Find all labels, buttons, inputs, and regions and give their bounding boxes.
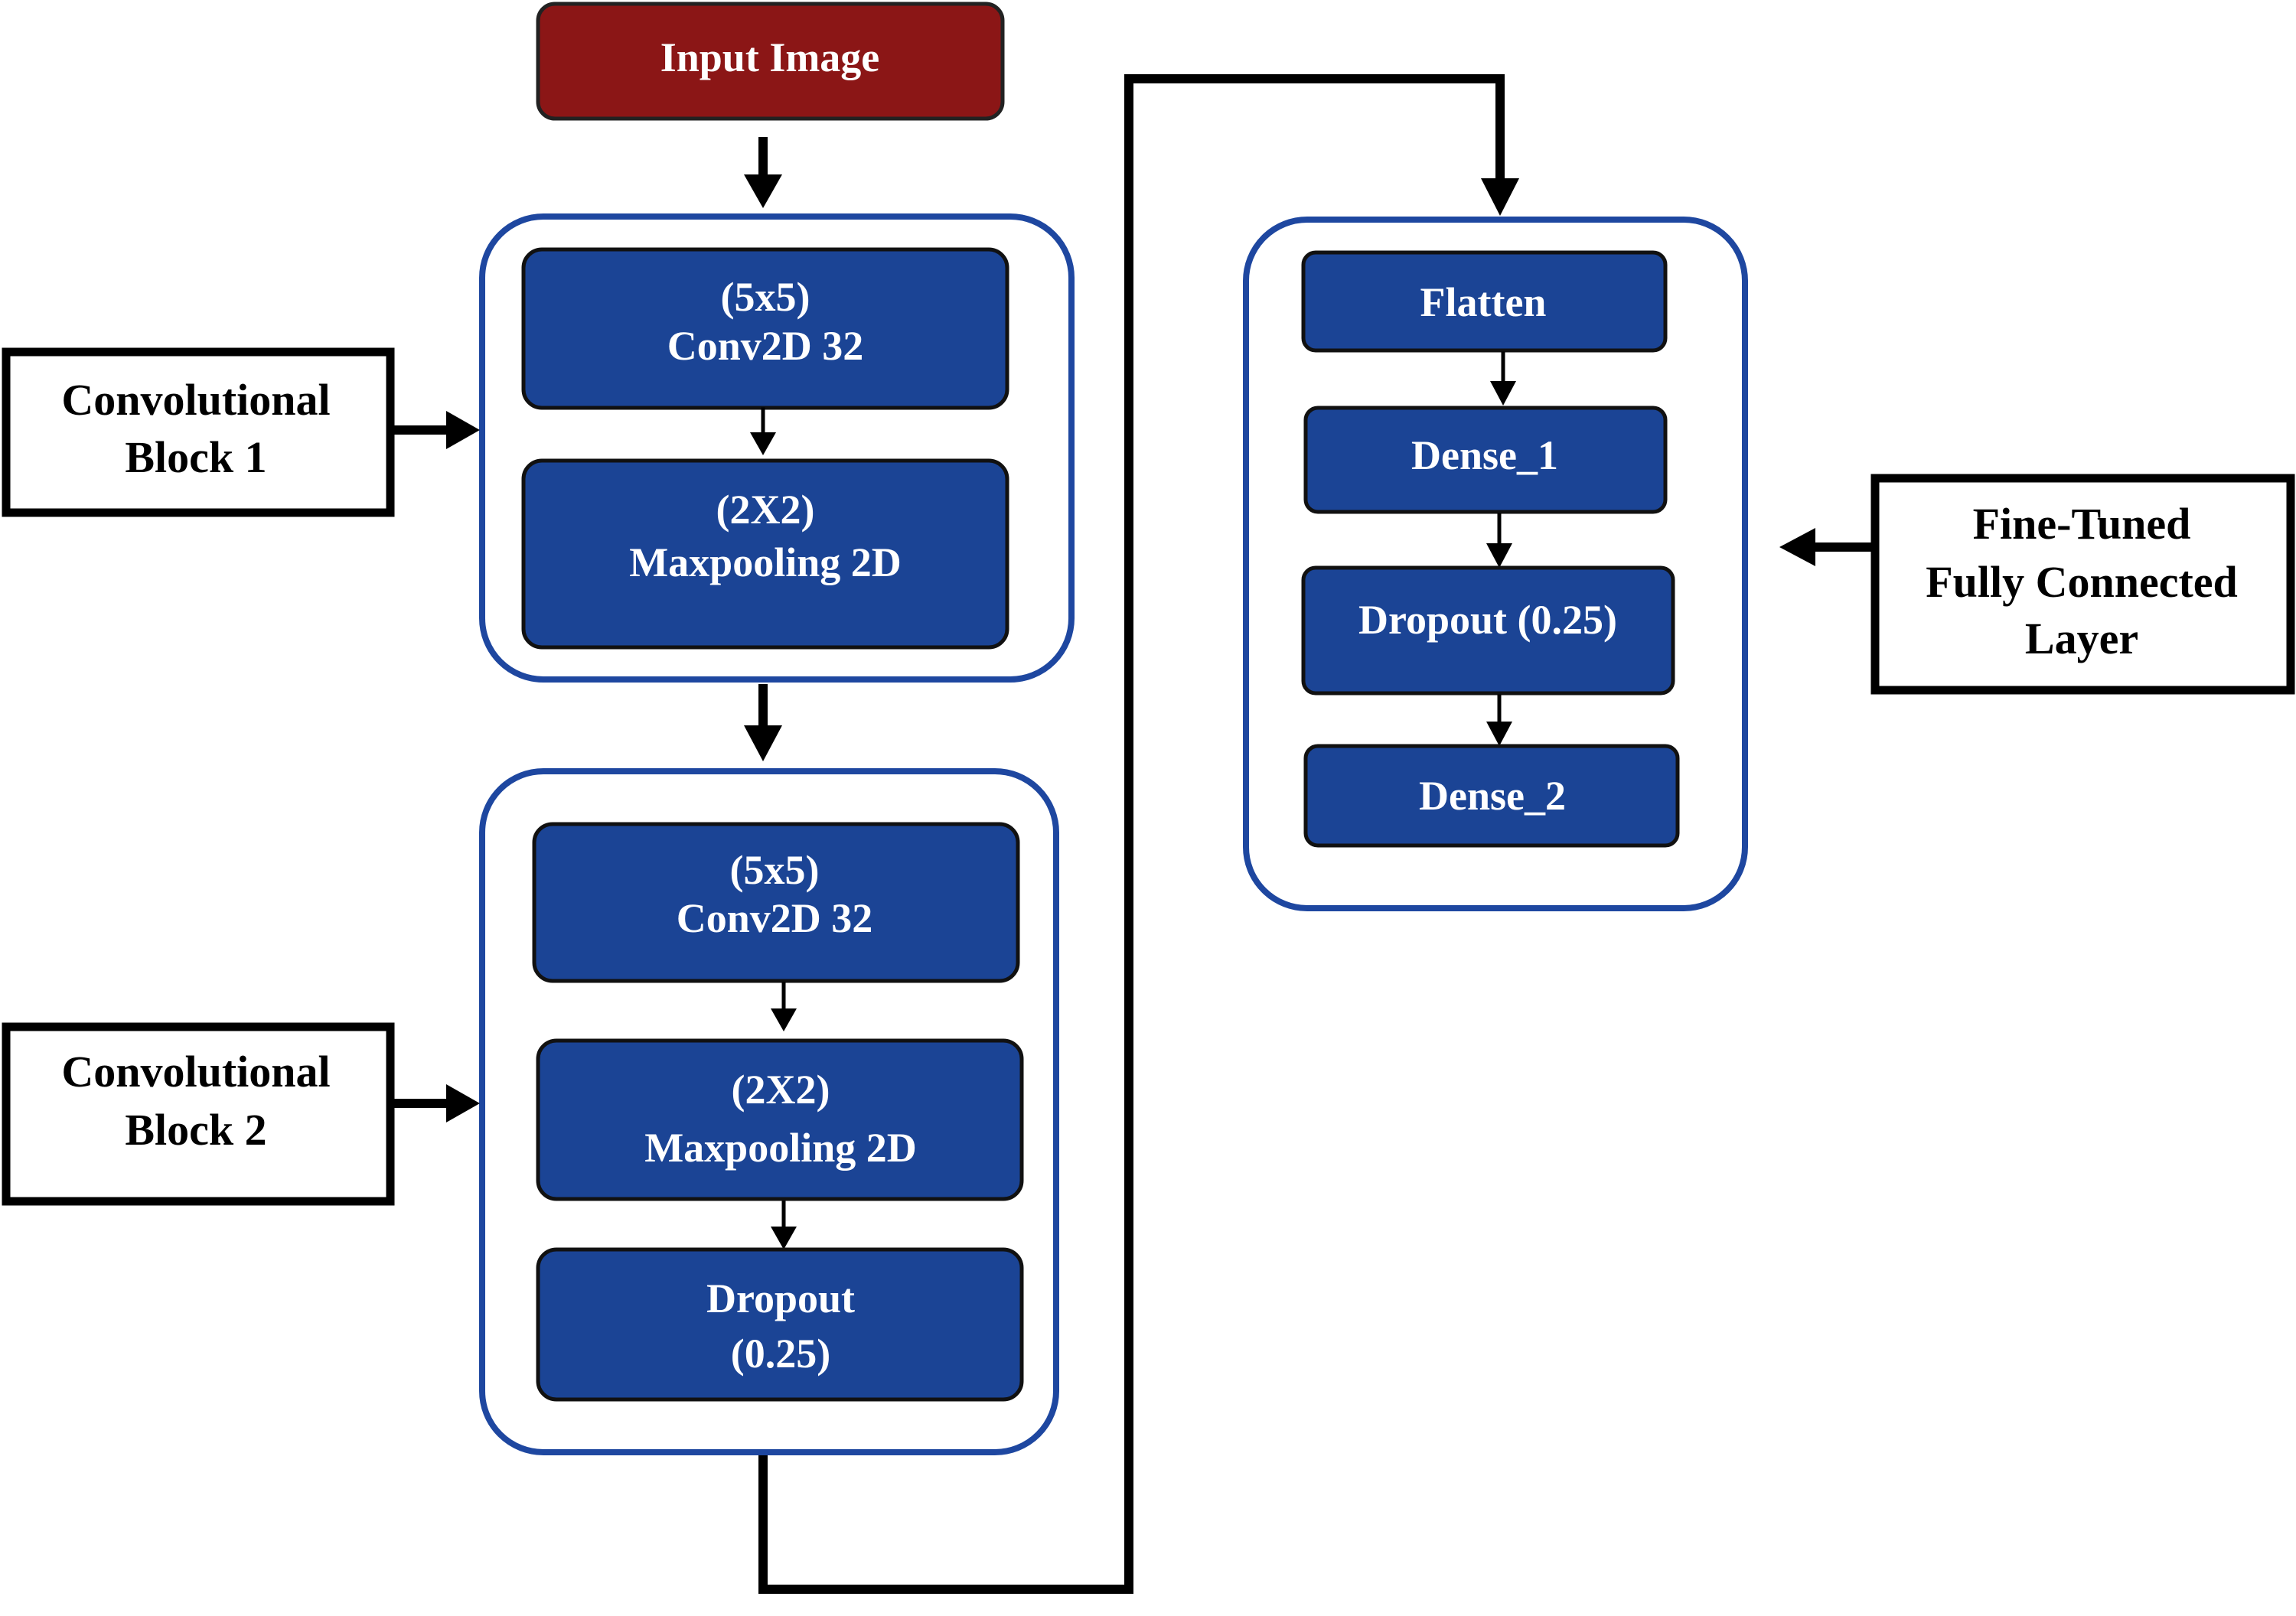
fc-block-label-line2: Fully Connected: [1926, 557, 2238, 607]
conv-block-2-maxpool-size: (2X2): [732, 1067, 830, 1113]
input-image-box: [536, 2, 1005, 121]
conv-block-1-maxpool-name: Maxpooling 2D: [629, 539, 902, 585]
conv-block-2-maxpool-name: Maxpooling 2D: [644, 1125, 917, 1171]
fc-block-label-line1: Fine-Tuned: [1973, 499, 2191, 549]
fc-dense1-layer: [1303, 406, 1668, 514]
conv-block-1-maxpool-size: (2X2): [716, 487, 815, 533]
conv-block-2-dropout-rate: (0.25): [731, 1331, 830, 1377]
arrow-label-to-fc-block: [1779, 528, 1875, 566]
arrow-b1-conv-to-pool: [750, 407, 776, 455]
fc-dropout-layer: [1301, 565, 1675, 696]
conv-block-2-conv2d-layer: [532, 822, 1020, 983]
arrow-block1-to-block2: [744, 684, 782, 761]
conv-block-2-dropout-name: Dropout: [706, 1276, 855, 1321]
conv-block-1-conv2d-name: Conv2D 32: [667, 323, 864, 369]
fc-block-frame: [1243, 217, 1748, 911]
arrow-dense1-to-dropout: [1486, 513, 1512, 568]
conv-block-1-label-line1: Convolutional: [61, 375, 330, 425]
arrow-b2-pool-to-dropout: [771, 1201, 797, 1249]
arrow-b2-conv-to-pool: [771, 982, 797, 1031]
conv-block-1-conv2d-layer: [521, 247, 1009, 410]
fc-dense2-label: Dense_2: [1419, 773, 1566, 819]
arrow-flatten-to-dense1: [1490, 351, 1516, 406]
arrow-label-to-block2: [392, 1084, 480, 1122]
arrow-input-to-block1: [744, 137, 782, 208]
fc-flatten-layer: [1301, 250, 1668, 353]
fc-dropout-label: Dropout (0.25): [1358, 597, 1617, 643]
conv-block-2-label-line1: Convolutional: [61, 1047, 330, 1096]
conv-block-1-maxpool-layer: [521, 458, 1009, 650]
arrow-label-to-block1: [392, 411, 480, 449]
conv-block-2-dropout-layer: [536, 1247, 1024, 1402]
conv-block-2-label-line2: Block 2: [125, 1105, 266, 1155]
conv-block-2-label-box: [2, 1022, 395, 1206]
fc-dense1-label: Dense_1: [1411, 432, 1558, 478]
conv-block-1-conv2d-kernel: (5x5): [721, 274, 810, 320]
conv-block-1-label-line2: Block 1: [125, 432, 266, 482]
fc-flatten-label: Flatten: [1420, 279, 1547, 325]
fc-block-label-line3: Layer: [2025, 614, 2138, 663]
conv-block-2-maxpool-layer: [536, 1038, 1024, 1201]
fc-block-label-box: [1870, 474, 2295, 695]
conv-block-2-conv2d-name: Conv2D 32: [677, 895, 873, 941]
conv-block-2-conv2d-kernel: (5x5): [730, 847, 820, 893]
fc-dense2-layer: [1303, 744, 1680, 848]
conv-block-1-label-box: [2, 347, 395, 517]
arrow-block2-to-fc-block: [758, 74, 1519, 1594]
input-image-label: Input Image: [660, 34, 880, 80]
arrow-dropout-to-dense2: [1486, 694, 1512, 746]
